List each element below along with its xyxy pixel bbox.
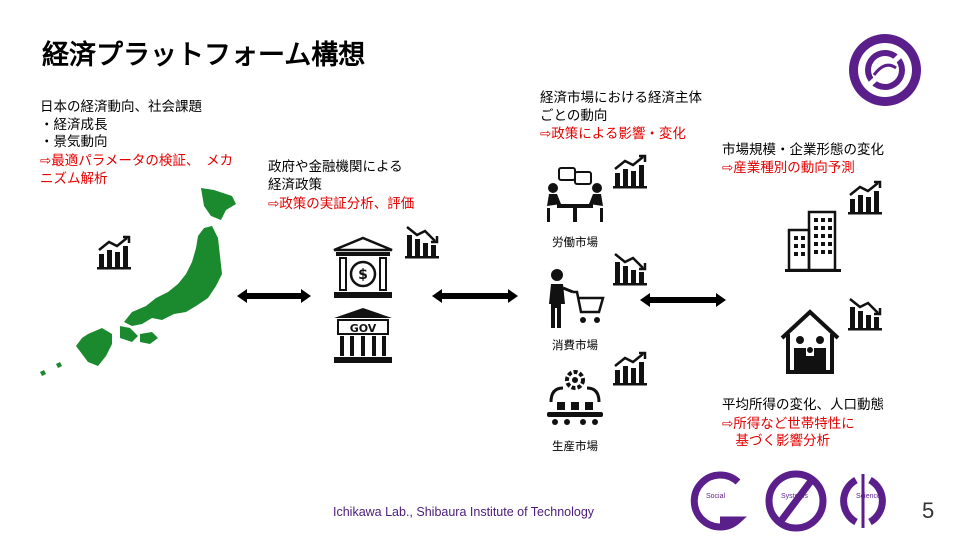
falling-chart-icon — [848, 298, 882, 331]
market-label-consumer: 消費市場 — [552, 338, 598, 352]
market-label-labor: 労働市場 — [552, 235, 598, 249]
page-number: 5 — [922, 498, 935, 523]
double-arrow-icon — [640, 293, 726, 307]
japan-heading: 日本の経済動向、社会課題 — [40, 99, 202, 115]
rising-chart-icon — [97, 235, 131, 270]
falling-chart-icon — [613, 253, 647, 286]
market-heading-line1: 経済市場における経済主体 — [540, 90, 702, 106]
japan-note-line1: ⇨最適パラメータの検証、 メカ — [40, 153, 234, 169]
company-note: ⇨産業種別の動向予測 — [722, 160, 855, 176]
office-buildings-icon — [785, 210, 841, 272]
rising-chart-icon — [613, 154, 647, 189]
gov-note: ⇨政策の実証分析、評価 — [268, 196, 415, 212]
logo-word-science: Science — [856, 493, 881, 500]
sss-logo-icon: Social Systems Science — [690, 470, 886, 532]
shopping-cart-person-icon — [549, 269, 605, 328]
japan-note-line2: ニズム解析 — [40, 171, 108, 187]
logo-word-social: Social — [706, 493, 726, 500]
market-label-production: 生産市場 — [552, 439, 598, 453]
company-heading: 市場規模・企業形態の変化 — [722, 142, 884, 158]
market-heading-line2: ごとの動向 — [540, 108, 608, 124]
footer-lab-name: Ichikawa Lab., Shibaura Institute of Tec… — [333, 505, 595, 519]
household-heading: 平均所得の変化、人口動態 — [722, 397, 884, 413]
logo-word-systems: Systems — [781, 493, 808, 500]
bullet-business-trend: ・景気動向 — [40, 134, 108, 150]
gov-heading-line1: 政府や金融機関による — [268, 159, 403, 175]
double-arrow-icon — [237, 289, 311, 303]
gov-heading-line2: 経済政策 — [268, 177, 322, 193]
household-note-line1: ⇨所得など世帯特性に — [722, 416, 855, 432]
market-note: ⇨政策による影響・変化 — [540, 126, 686, 142]
rising-chart-icon — [848, 180, 882, 215]
bullet-economic-growth: ・経済成長 — [40, 117, 108, 133]
gov-icon-text: GOV — [350, 322, 377, 335]
bank-icon: $ — [333, 236, 393, 298]
page-title: 経済プラットフォーム構想 — [42, 40, 366, 71]
lab-emblem-icon — [849, 34, 921, 106]
japan-map-icon — [40, 188, 236, 376]
government-building-icon: GOV — [334, 308, 392, 363]
svg-text:$: $ — [358, 267, 368, 283]
rising-chart-icon — [613, 351, 647, 386]
meeting-people-icon — [547, 167, 603, 222]
household-note-line2: 基づく影響分析 — [722, 433, 830, 449]
double-arrow-icon — [432, 289, 518, 303]
factory-gear-icon — [547, 370, 603, 425]
family-house-icon — [780, 309, 840, 374]
falling-chart-icon — [405, 226, 439, 259]
